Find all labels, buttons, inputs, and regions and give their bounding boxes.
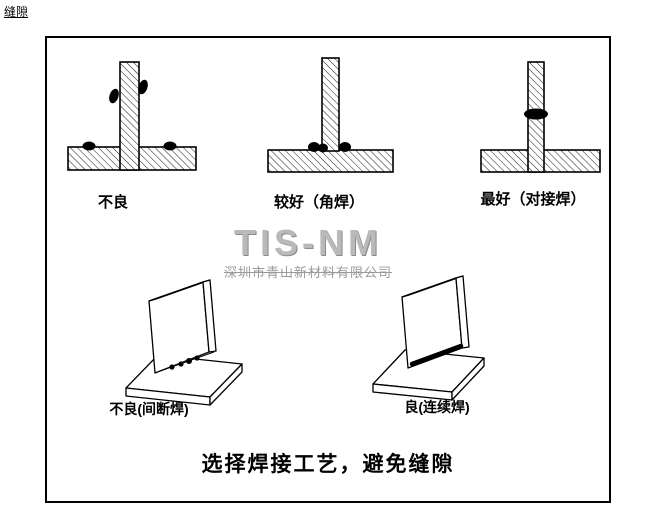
- gap-blobs: [82, 79, 177, 151]
- butt-weld-bead: [524, 108, 548, 120]
- fillet-weld-beads: [308, 142, 351, 153]
- butt-weld-diagram: [480, 61, 601, 173]
- watermark-company-name: 深圳市青山新材料有限公司: [223, 265, 393, 280]
- label-best-butt-weld: 最好（对接焊）: [480, 191, 586, 208]
- label-better-fillet-weld: 较好（角焊）: [273, 194, 365, 211]
- page-title: 缝隙: [4, 5, 29, 19]
- diagram-canvas: [67, 57, 601, 406]
- diagram-frame: [45, 36, 611, 503]
- watermark-logo: TIS-NM: [234, 222, 382, 263]
- intermittent-weld-dots: [169, 355, 200, 370]
- fillet-weld-diagram: [267, 57, 394, 173]
- continuous-weld-3d: [372, 275, 485, 401]
- intermittent-weld-3d: [125, 279, 243, 406]
- continuous-weld-line: [409, 343, 464, 367]
- label-bad: 不良: [97, 194, 129, 211]
- label-bad-intermittent-weld: 不良(间断焊): [109, 401, 189, 417]
- label-good-continuous-weld: 良(连续焊): [404, 399, 470, 415]
- bad-tjoint-diagram: [67, 61, 197, 171]
- caption-text: 选择焊接工艺，避免缝隙: [201, 452, 455, 476]
